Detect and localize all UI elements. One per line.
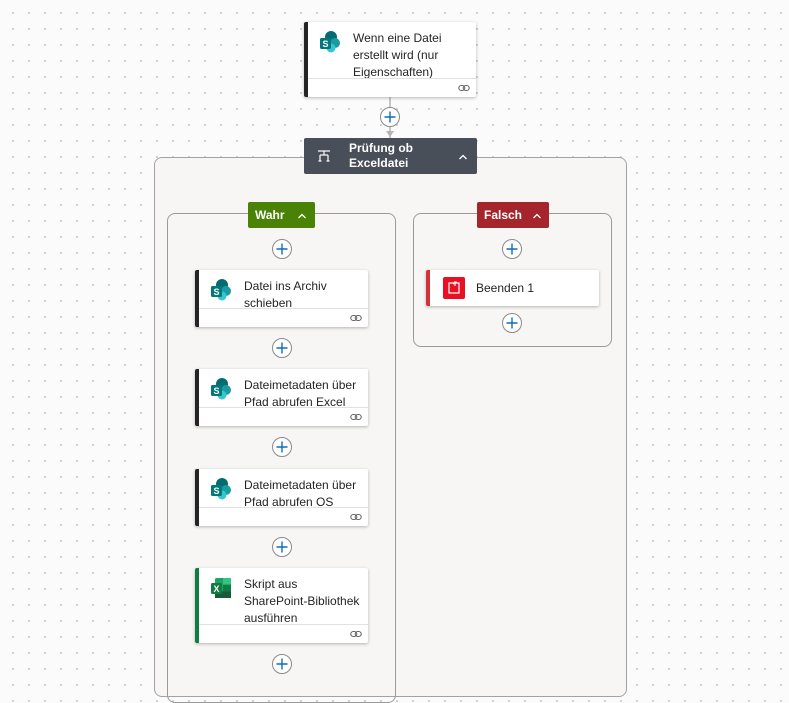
condition-icon [317, 149, 331, 163]
condition-header[interactable]: Prüfung ob Exceldatei [304, 138, 477, 174]
trigger-card[interactable]: S Wenn eine Datei erstellt wird (nur Eig… [304, 22, 476, 97]
action-card[interactable]: S Dateimetadaten über Pfad abrufen OS [195, 469, 368, 526]
add-step-button[interactable] [502, 239, 522, 259]
svg-text:S: S [213, 386, 219, 396]
sharepoint-icon: S [209, 377, 233, 401]
chevron-up-icon[interactable] [458, 151, 468, 161]
link-icon[interactable] [350, 312, 362, 324]
terminate-title: Beenden 1 [476, 281, 535, 295]
sharepoint-icon: S [318, 30, 342, 54]
trigger-title: Wenn eine Datei erstellt wird (nur Eigen… [353, 31, 442, 79]
action-title: Datei ins Archiv schieben [244, 279, 327, 310]
svg-text:S: S [213, 486, 219, 496]
true-branch-header[interactable]: Wahr [248, 202, 315, 228]
terminate-icon [443, 277, 465, 299]
svg-text:X: X [213, 584, 219, 594]
link-icon[interactable] [458, 82, 470, 94]
condition-title: Prüfung ob Exceldatei [349, 141, 413, 170]
card-footer [308, 78, 476, 97]
svg-text:S: S [213, 287, 219, 297]
false-branch-label: Falsch [484, 208, 523, 222]
action-card[interactable]: X Skript aus SharePoint-Bibliothek ausfü… [195, 568, 368, 643]
action-card[interactable]: S Dateimetadaten über Pfad abrufen Excel [195, 369, 368, 426]
excel-icon: X [209, 576, 233, 600]
add-step-button[interactable] [272, 537, 292, 557]
link-icon[interactable] [350, 511, 362, 523]
add-step-button[interactable] [380, 107, 400, 127]
add-step-button[interactable] [502, 313, 522, 333]
link-icon[interactable] [350, 411, 362, 423]
false-branch-header[interactable]: Falsch [477, 202, 549, 228]
add-step-button[interactable] [272, 338, 292, 358]
link-icon[interactable] [350, 628, 362, 640]
chevron-up-icon[interactable] [532, 210, 542, 220]
action-title: Dateimetadaten über Pfad abrufen OS [244, 478, 357, 509]
card-footer [199, 624, 368, 643]
card-footer [199, 308, 368, 327]
true-branch-label: Wahr [255, 208, 285, 222]
chevron-up-icon[interactable] [297, 210, 307, 220]
action-title: Skript aus SharePoint-Bibliothek ausführ… [244, 577, 360, 625]
add-step-button[interactable] [272, 654, 292, 674]
add-step-button[interactable] [272, 437, 292, 457]
action-title: Dateimetadaten über Pfad abrufen Excel [244, 378, 357, 409]
action-card[interactable]: S Datei ins Archiv schieben [195, 270, 368, 327]
sharepoint-icon: S [209, 477, 233, 501]
sharepoint-icon: S [209, 278, 233, 302]
card-footer [199, 407, 368, 426]
terminate-card[interactable]: Beenden 1 [426, 270, 599, 306]
card-footer [199, 507, 368, 526]
svg-text:S: S [322, 39, 328, 49]
add-step-button[interactable] [272, 239, 292, 259]
